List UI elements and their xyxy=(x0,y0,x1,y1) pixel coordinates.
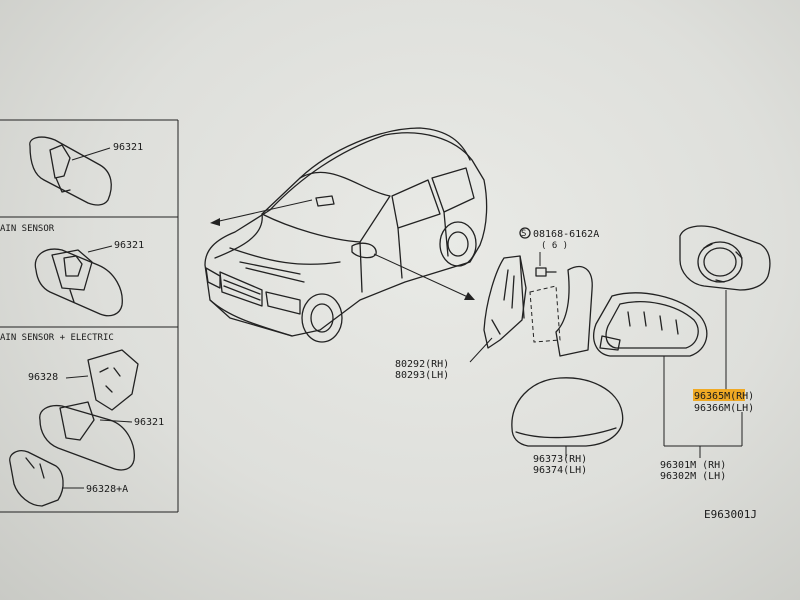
interior-mirror-rain-sensor[interactable]: AIN SENSOR 96321 xyxy=(0,224,144,317)
mirror-base[interactable] xyxy=(529,266,593,357)
mirror-glass[interactable] xyxy=(679,225,771,390)
svg-text:S: S xyxy=(521,229,526,239)
part-number-label: 96328+A xyxy=(86,484,128,495)
assembly-rh-label: 96301M (RH) xyxy=(660,460,726,471)
interior-mirror-basic[interactable]: 96321 xyxy=(29,136,143,206)
cap-rh-label: 96373(RH) xyxy=(533,454,587,465)
glass-lh-label: 96366M(LH) xyxy=(694,403,754,414)
glass-callout[interactable]: 96365M(RH) 96366M(LH) xyxy=(693,389,754,414)
diagram-code: E963001J xyxy=(704,508,757,521)
interior-mirror-rain-sensor-electric[interactable]: AIN SENSOR + ELECTRIC 96328 96321 96328+… xyxy=(0,333,164,507)
panel-title: AIN SENSOR xyxy=(0,224,55,234)
vehicle-illustration xyxy=(204,127,488,343)
bolt-quantity: ( 6 ) xyxy=(541,241,568,251)
mirror-housing[interactable] xyxy=(593,292,708,357)
glass-rh-label: 96365M(RH) xyxy=(694,391,754,402)
bracket-rh-label: 80292(RH) xyxy=(395,359,449,370)
bolt-callout[interactable]: S 08168-6162A ( 6 ) xyxy=(519,227,599,277)
part-number-label: 96328 xyxy=(28,372,58,383)
assembly-lh-label: 96302M (LH) xyxy=(660,471,726,482)
bolt-part-number: 08168-6162A xyxy=(533,229,599,240)
interior-mirror-panel xyxy=(0,119,179,513)
part-number-label: 96321 xyxy=(113,142,143,153)
part-number-label: 96321 xyxy=(134,417,164,428)
highlight-marker xyxy=(693,389,745,401)
mirror-cap[interactable]: 96373(RH) 96374(LH) xyxy=(511,377,624,476)
assembly-callout[interactable]: 96301M (RH) 96302M (LH) xyxy=(660,460,726,482)
mirror-bracket[interactable]: 80292(RH) 80293(LH) xyxy=(395,255,527,381)
assembly-leader xyxy=(663,356,743,458)
panel-title: AIN SENSOR + ELECTRIC xyxy=(0,333,114,343)
cap-lh-label: 96374(LH) xyxy=(533,465,587,476)
bracket-lh-label: 80293(LH) xyxy=(395,370,449,381)
part-number-label: 96321 xyxy=(114,240,144,251)
